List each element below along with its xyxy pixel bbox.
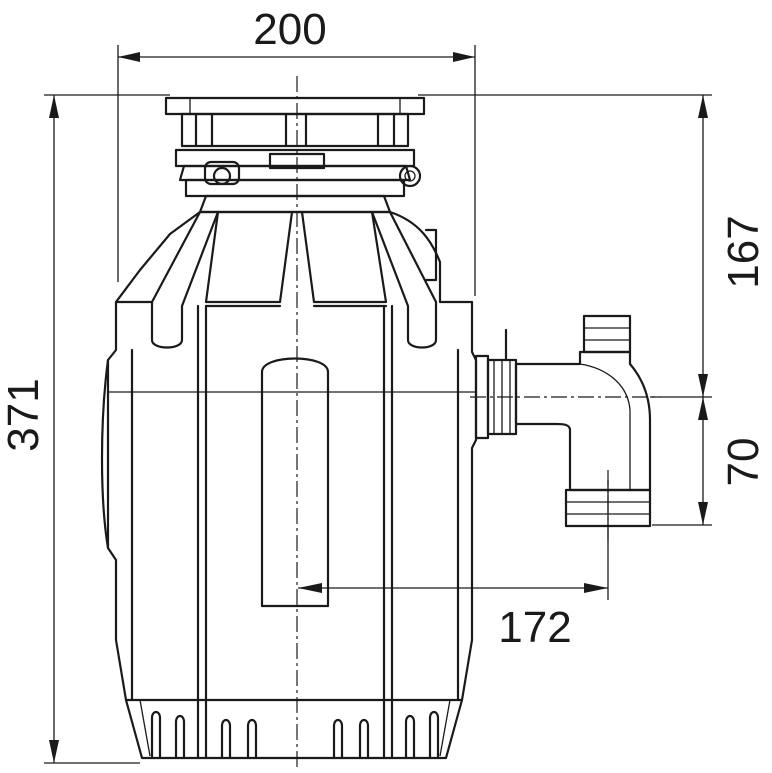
- height-dimension-label: 371: [0, 378, 48, 451]
- mounting-flange: [164, 96, 426, 214]
- disposer-body: [100, 210, 478, 760]
- outlet-elbow: [474, 314, 652, 528]
- dimension-lines: [44, 45, 712, 764]
- outlet-offset-dimension-label: 172: [498, 603, 571, 652]
- bottom-vents: [150, 710, 440, 760]
- center-lines: [296, 76, 660, 770]
- outlet-drop-dimension-label: 70: [719, 438, 768, 487]
- width-dimension-label: 200: [253, 5, 326, 54]
- inlet-height-dimension-label: 167: [719, 215, 768, 288]
